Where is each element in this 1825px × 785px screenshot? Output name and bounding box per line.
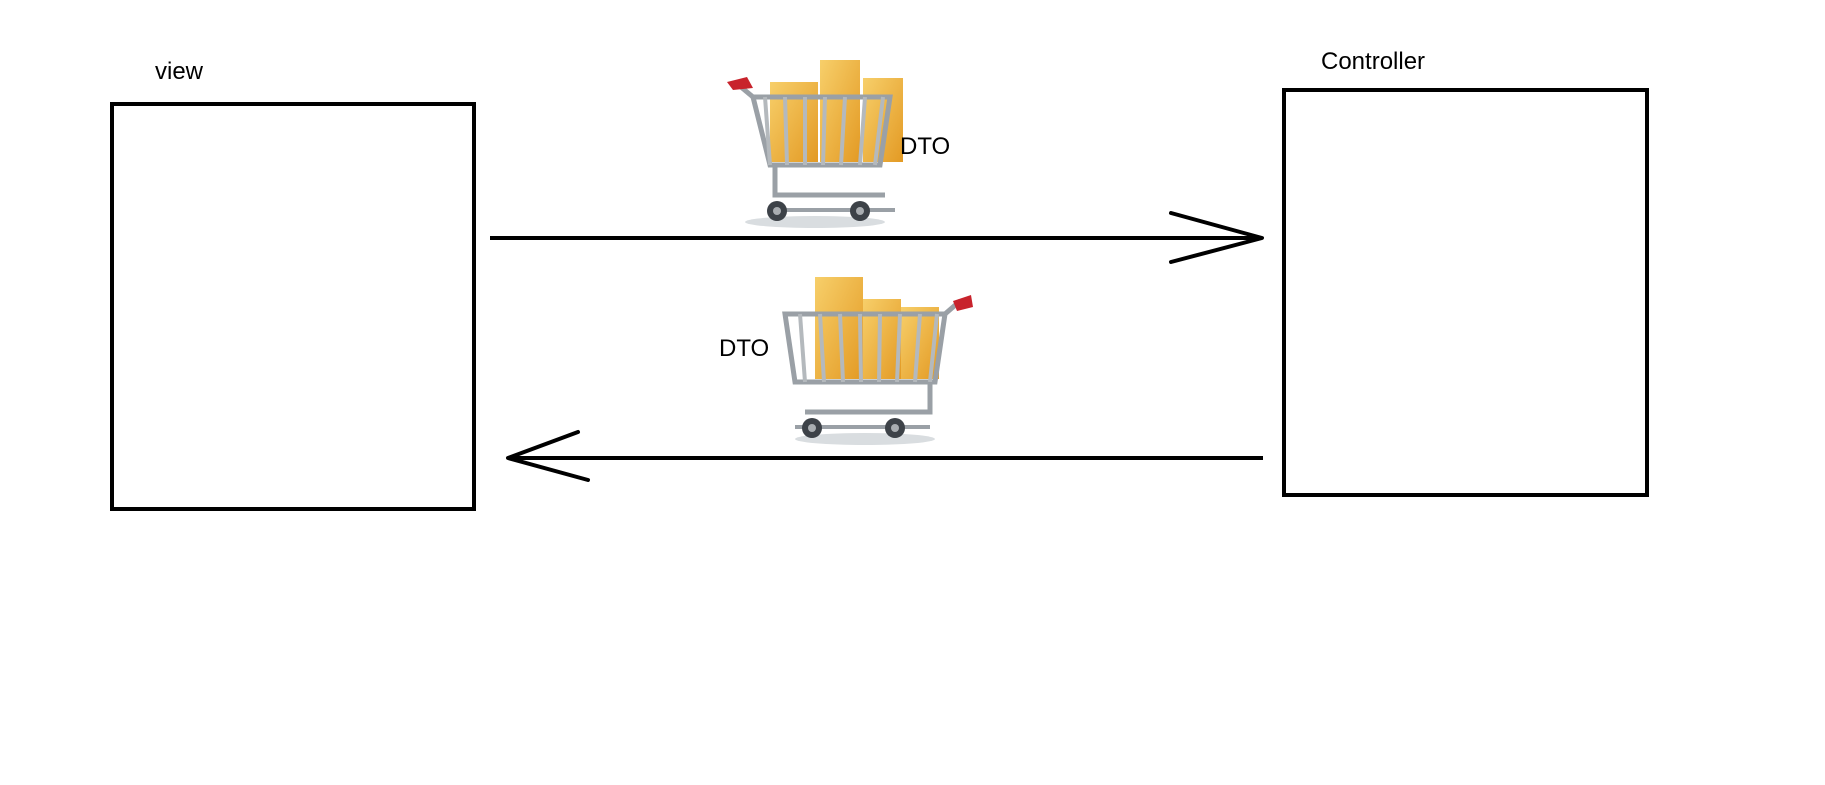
shopping-cart-icon	[782, 277, 973, 445]
forward-dto-label: DTO	[900, 133, 951, 160]
forward-arrow	[490, 211, 1264, 264]
view-box	[110, 102, 476, 511]
return-arrow	[506, 430, 1263, 482]
return-dto-label: DTO	[719, 335, 770, 362]
shopping-cart-icon	[727, 60, 903, 228]
view-label: view	[155, 58, 204, 85]
controller-label: Controller	[1321, 48, 1426, 75]
controller-box	[1282, 88, 1649, 497]
